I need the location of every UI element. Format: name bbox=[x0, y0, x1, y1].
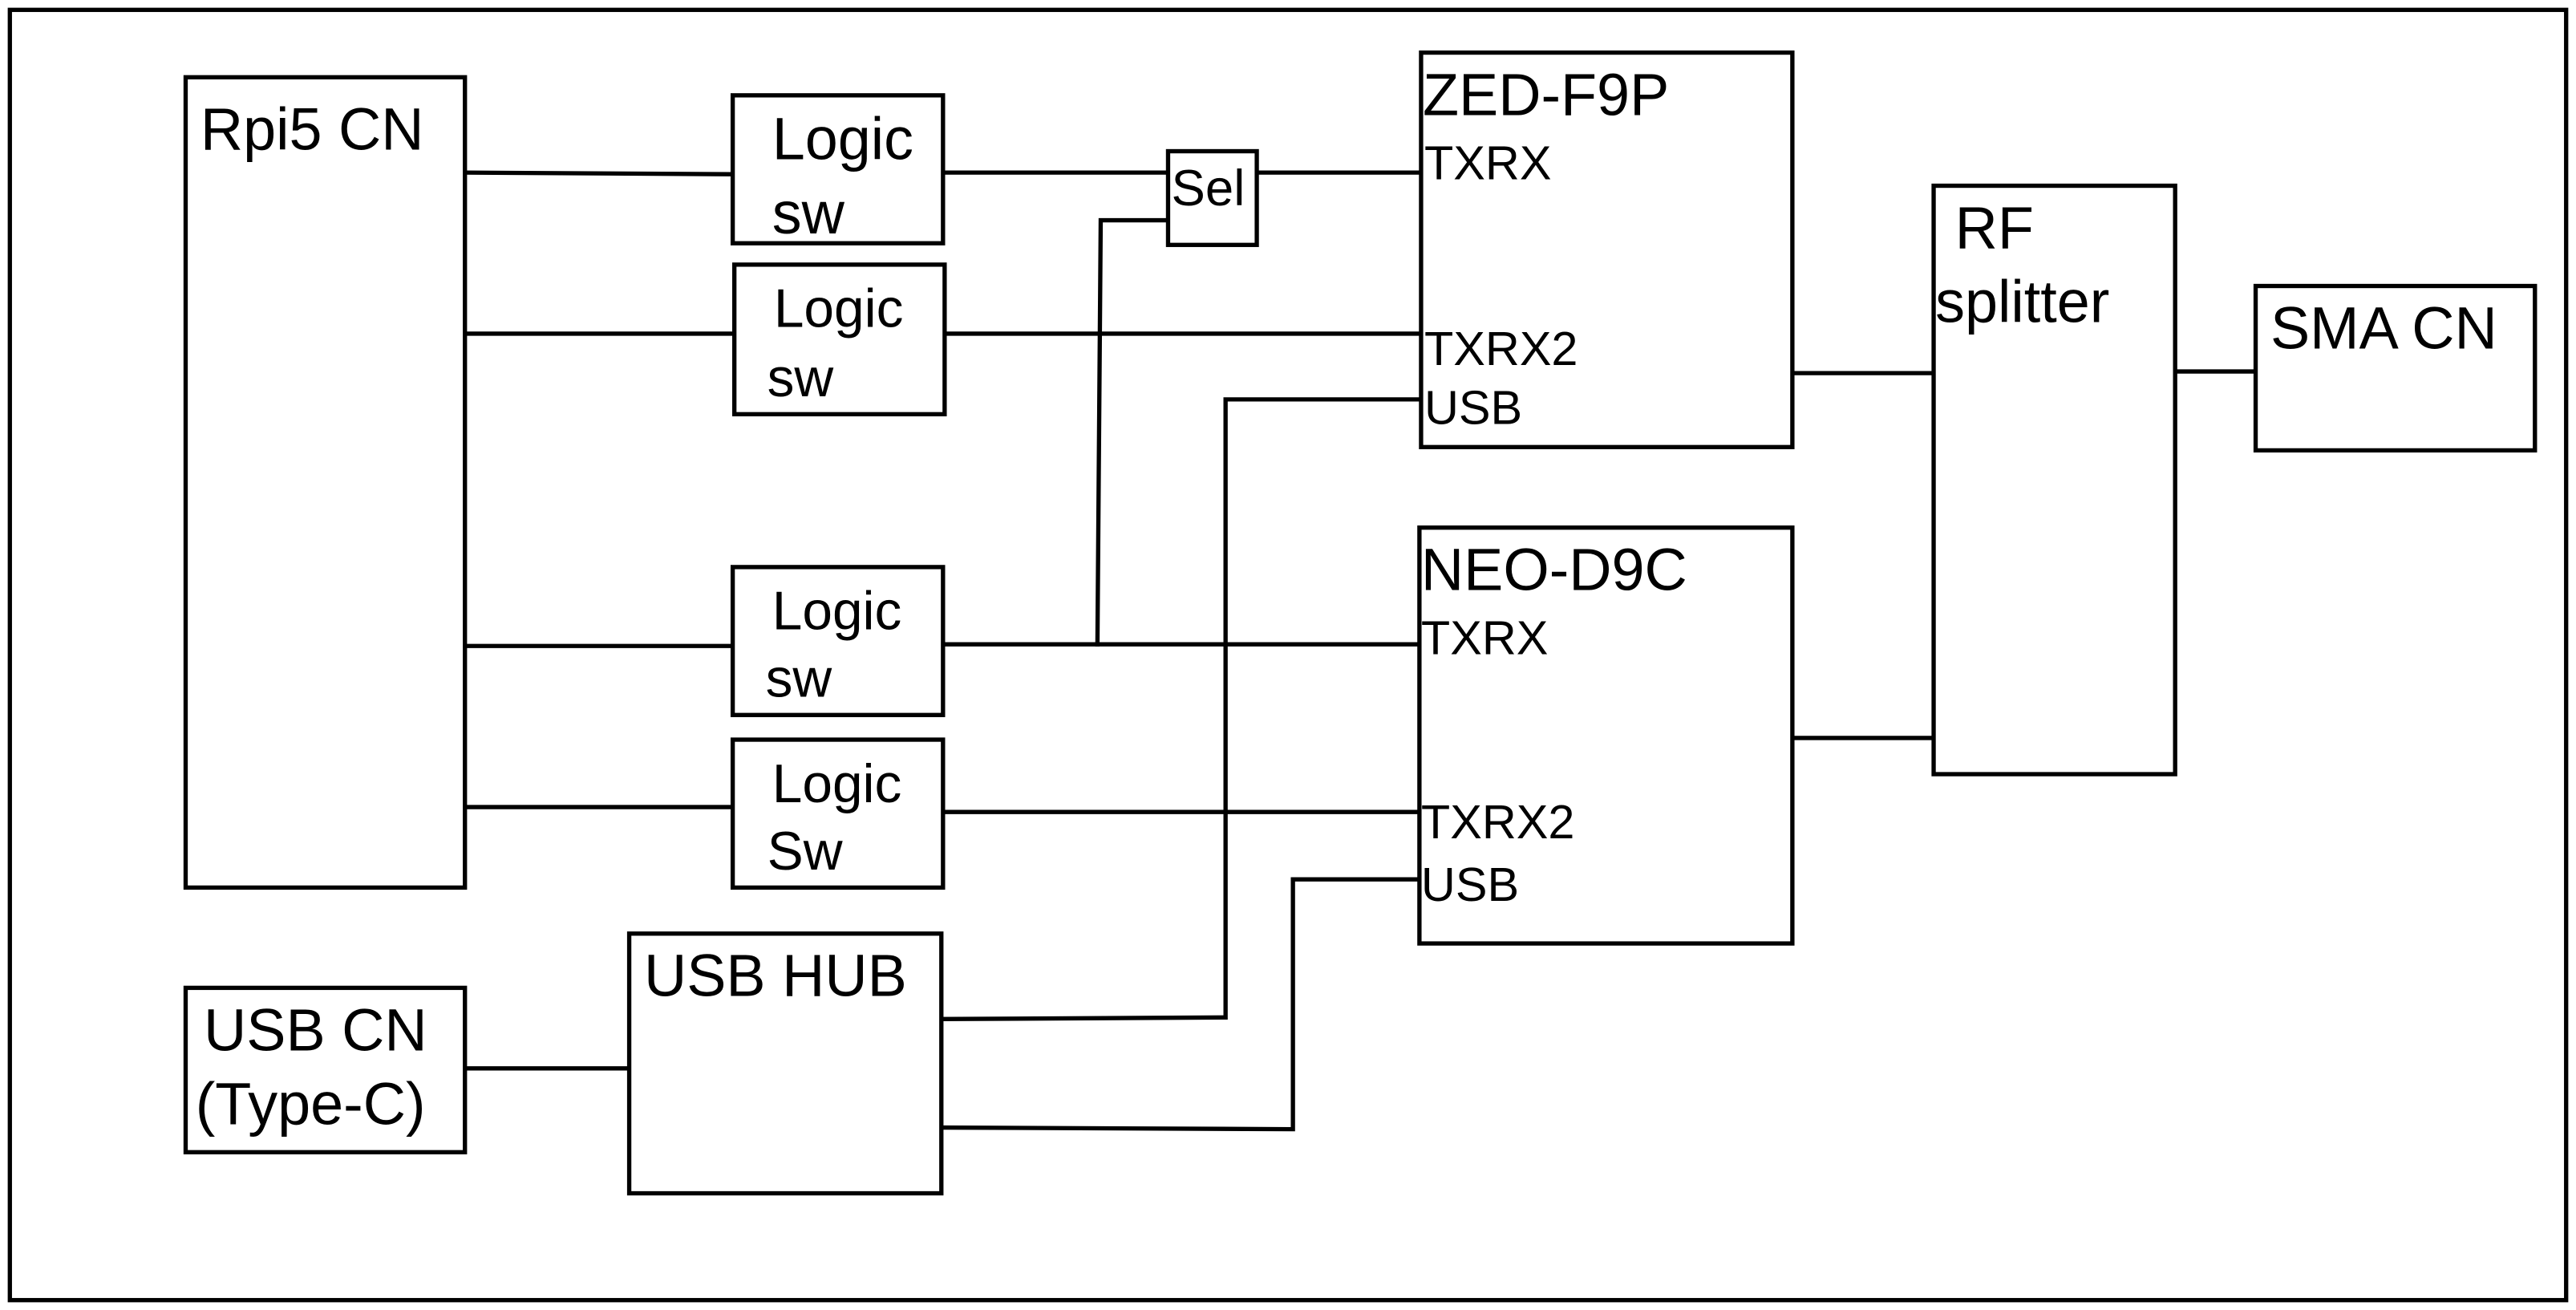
block-rf-splitter: RF splitter bbox=[1931, 183, 2177, 777]
rf-splitter-line2: splitter bbox=[1935, 269, 2109, 335]
logic-sw-4-line2: Sw bbox=[768, 821, 843, 882]
wire-hub-neo-usb bbox=[939, 877, 1420, 1132]
block-sma-cn: SMA CN bbox=[2253, 283, 2538, 453]
neo-d9c-label: NEO-D9C bbox=[1421, 537, 1687, 603]
wires bbox=[463, 170, 2258, 1132]
block-usb-cn: USB CN (Type-C) bbox=[183, 985, 468, 1154]
usb-cn-line1: USB CN bbox=[204, 996, 427, 1063]
zed-f9p-pin-usb: USB bbox=[1424, 381, 1522, 435]
wire-logic3-sel bbox=[1095, 217, 1171, 647]
neo-d9c-pin-usb: USB bbox=[1421, 858, 1519, 911]
logic-sw-3-line2: sw bbox=[766, 649, 832, 709]
logic-sw-2-line2: sw bbox=[768, 348, 834, 408]
block-rpi5-cn: Rpi5 CN bbox=[183, 75, 468, 890]
block-zed-f9p: ZED-F9P TXRX TXRX2 USB bbox=[1419, 50, 1795, 449]
neo-d9c-pin-txrx: TXRX bbox=[1421, 610, 1548, 664]
block-neo-d9c: NEO-D9C TXRX TXRX2 USB bbox=[1417, 525, 1795, 946]
sel-label: Sel bbox=[1172, 160, 1245, 217]
zed-f9p-label: ZED-F9P bbox=[1423, 61, 1669, 128]
block-sel: Sel bbox=[1165, 148, 1259, 247]
zed-f9p-pin-txrx: TXRX bbox=[1424, 136, 1551, 189]
rpi5-cn-label: Rpi5 CN bbox=[200, 95, 424, 162]
block-logic-sw-4: Logic Sw bbox=[730, 737, 946, 890]
sma-cn-label: SMA CN bbox=[2270, 294, 2497, 361]
outer-frame bbox=[7, 7, 2569, 1303]
block-logic-sw-1: Logic sw bbox=[730, 93, 946, 246]
logic-sw-3-line1: Logic bbox=[772, 582, 902, 642]
logic-sw-1-line2: sw bbox=[772, 180, 845, 246]
zed-f9p-pin-txrx2: TXRX2 bbox=[1424, 322, 1578, 375]
usb-hub-label: USB HUB bbox=[644, 943, 907, 1009]
block-logic-sw-2: Logic sw bbox=[732, 262, 947, 416]
logic-sw-1-line1: Logic bbox=[772, 106, 913, 172]
usb-cn-line2: (Type-C) bbox=[196, 1070, 426, 1137]
wire-rpi-logic1 bbox=[463, 170, 735, 176]
wire-hub-zed-usb bbox=[939, 397, 1422, 1022]
block-logic-sw-3: Logic sw bbox=[730, 565, 946, 717]
neo-d9c-pin-txrx2: TXRX2 bbox=[1421, 795, 1574, 849]
logic-sw-4-line1: Logic bbox=[772, 754, 902, 814]
logic-sw-2-line1: Logic bbox=[774, 279, 904, 339]
rf-splitter-line1: RF bbox=[1955, 194, 2034, 261]
block-usb-hub: USB HUB bbox=[626, 931, 944, 1196]
